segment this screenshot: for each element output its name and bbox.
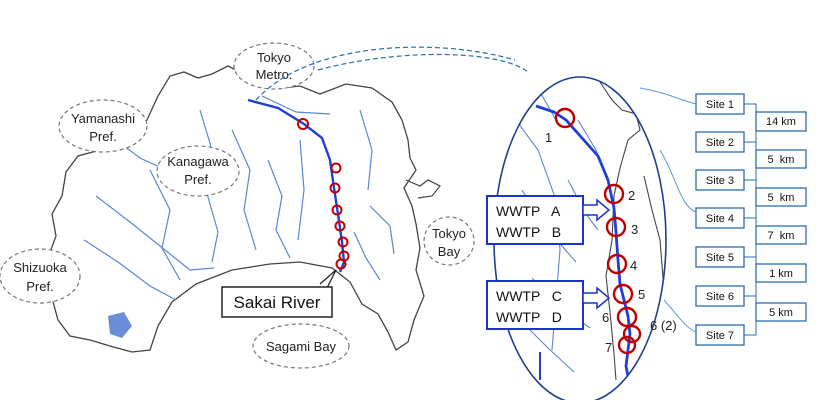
region-shizuoka-label-line1: Shizuoka	[13, 260, 67, 275]
distance-label: 14 km	[766, 116, 796, 128]
region-tokyo-metro: Tokyo Metro.	[233, 42, 315, 90]
main-map-site-markers	[297, 118, 350, 270]
region-tokyo-bay: Tokyo Bay	[423, 216, 475, 266]
site-label: Site 7	[706, 330, 734, 342]
site-number: 6	[602, 310, 609, 325]
distance-label: 7 km	[768, 230, 795, 242]
wwtp-b-label: WWTP B	[496, 224, 561, 240]
wwtp-box-ab: WWTP A WWTP B	[486, 195, 584, 245]
main-site-marker	[331, 204, 343, 216]
distance-box	[755, 187, 807, 207]
region-tokyo-bay-label-line1: Tokyo	[432, 226, 466, 241]
region-yamanashi: Yamanashi Pref.	[58, 99, 148, 153]
distance-box	[755, 302, 807, 322]
zoom-site-marker	[605, 216, 627, 238]
zoom-site-marker	[616, 306, 638, 328]
zoom-site-marker	[603, 183, 625, 205]
site-number: 2	[628, 188, 635, 203]
sakai-river-label-box	[221, 286, 333, 318]
region-tokyo-label-line2: Metro.	[256, 67, 293, 82]
region-sagami-bay-label: Sagami Bay	[266, 339, 337, 354]
main-site-marker	[297, 118, 309, 130]
site-number: 1	[545, 130, 552, 145]
region-yamanashi-label-line2: Pref.	[89, 129, 116, 144]
zoom-site-numbers: 1 2 3 4 5 6 6 (2) 7	[545, 130, 677, 355]
region-kanagawa: Kanagawa Pref.	[156, 145, 240, 197]
region-shizuoka: Shizuoka Pref.	[0, 248, 81, 304]
main-site-marker	[330, 162, 342, 174]
main-site-marker	[334, 220, 346, 232]
zoom-site-marker	[617, 335, 637, 355]
distance-box	[755, 225, 807, 245]
main-site-marker	[329, 182, 341, 194]
lake	[108, 312, 132, 338]
wwtp-a-label: WWTP A	[496, 203, 561, 219]
tokyo-bay-coast	[405, 179, 441, 199]
distance-box	[755, 149, 807, 169]
region-tokyo-label-line1: Tokyo	[257, 50, 291, 65]
zoom-to-list-connectors	[639, 87, 697, 333]
site-label: Site 4	[706, 213, 734, 225]
zoom-connector-upper	[255, 46, 516, 101]
zoom-site-marker	[606, 253, 628, 275]
zoom-site-marker	[554, 107, 576, 129]
wwtp-cd-arrow	[582, 286, 611, 310]
zoom-site-markers	[554, 107, 642, 355]
site-label: Site 5	[706, 252, 734, 264]
distance-box	[755, 263, 807, 283]
sakai-river-label-pointer	[319, 269, 337, 291]
distance-label: 5 km	[769, 307, 793, 319]
zoom-site-marker	[622, 324, 642, 344]
site-label: Site 6	[706, 291, 734, 303]
distance-label: 5 km	[768, 192, 795, 204]
region-yamanashi-label-line1: Yamanashi	[71, 111, 135, 126]
distance-label: 5 km	[768, 154, 795, 166]
wwtp-d-label: WWTP D	[496, 309, 562, 325]
main-site-marker	[337, 236, 349, 248]
main-site-marker	[335, 258, 347, 270]
region-tokyo-bay-label-line2: Bay	[438, 244, 461, 259]
site-label: Site 1	[706, 99, 734, 111]
wwtp-c-label: WWTP C	[496, 288, 562, 304]
site-number: 7	[605, 340, 612, 355]
site-number: 4	[630, 258, 637, 273]
site-number: 6 (2)	[650, 318, 677, 333]
distance-label: 1 km	[769, 268, 793, 280]
region-sagami-bay: Sagami Bay	[252, 323, 350, 369]
zoom-connector-lower	[317, 53, 529, 73]
site-number: 3	[631, 222, 638, 237]
region-shizuoka-label-line2: Pref.	[26, 279, 53, 294]
site-number: 5	[638, 287, 645, 302]
zoom-site-marker	[612, 283, 634, 305]
sakai-river-label: Sakai River	[234, 293, 321, 312]
distance-box	[755, 111, 807, 132]
site-list: Site 1 Site 2 Site 3 Site 4 Site 5 Site …	[695, 93, 807, 346]
site-label: Site 3	[706, 175, 734, 187]
site-label: Site 2	[706, 137, 734, 149]
wwtp-box-cd: WWTP C WWTP D	[486, 280, 584, 330]
region-kanagawa-label-line2: Pref.	[184, 172, 211, 187]
region-kanagawa-label-line1: Kanagawa	[167, 154, 229, 169]
wwtp-ab-arrow	[582, 198, 611, 222]
